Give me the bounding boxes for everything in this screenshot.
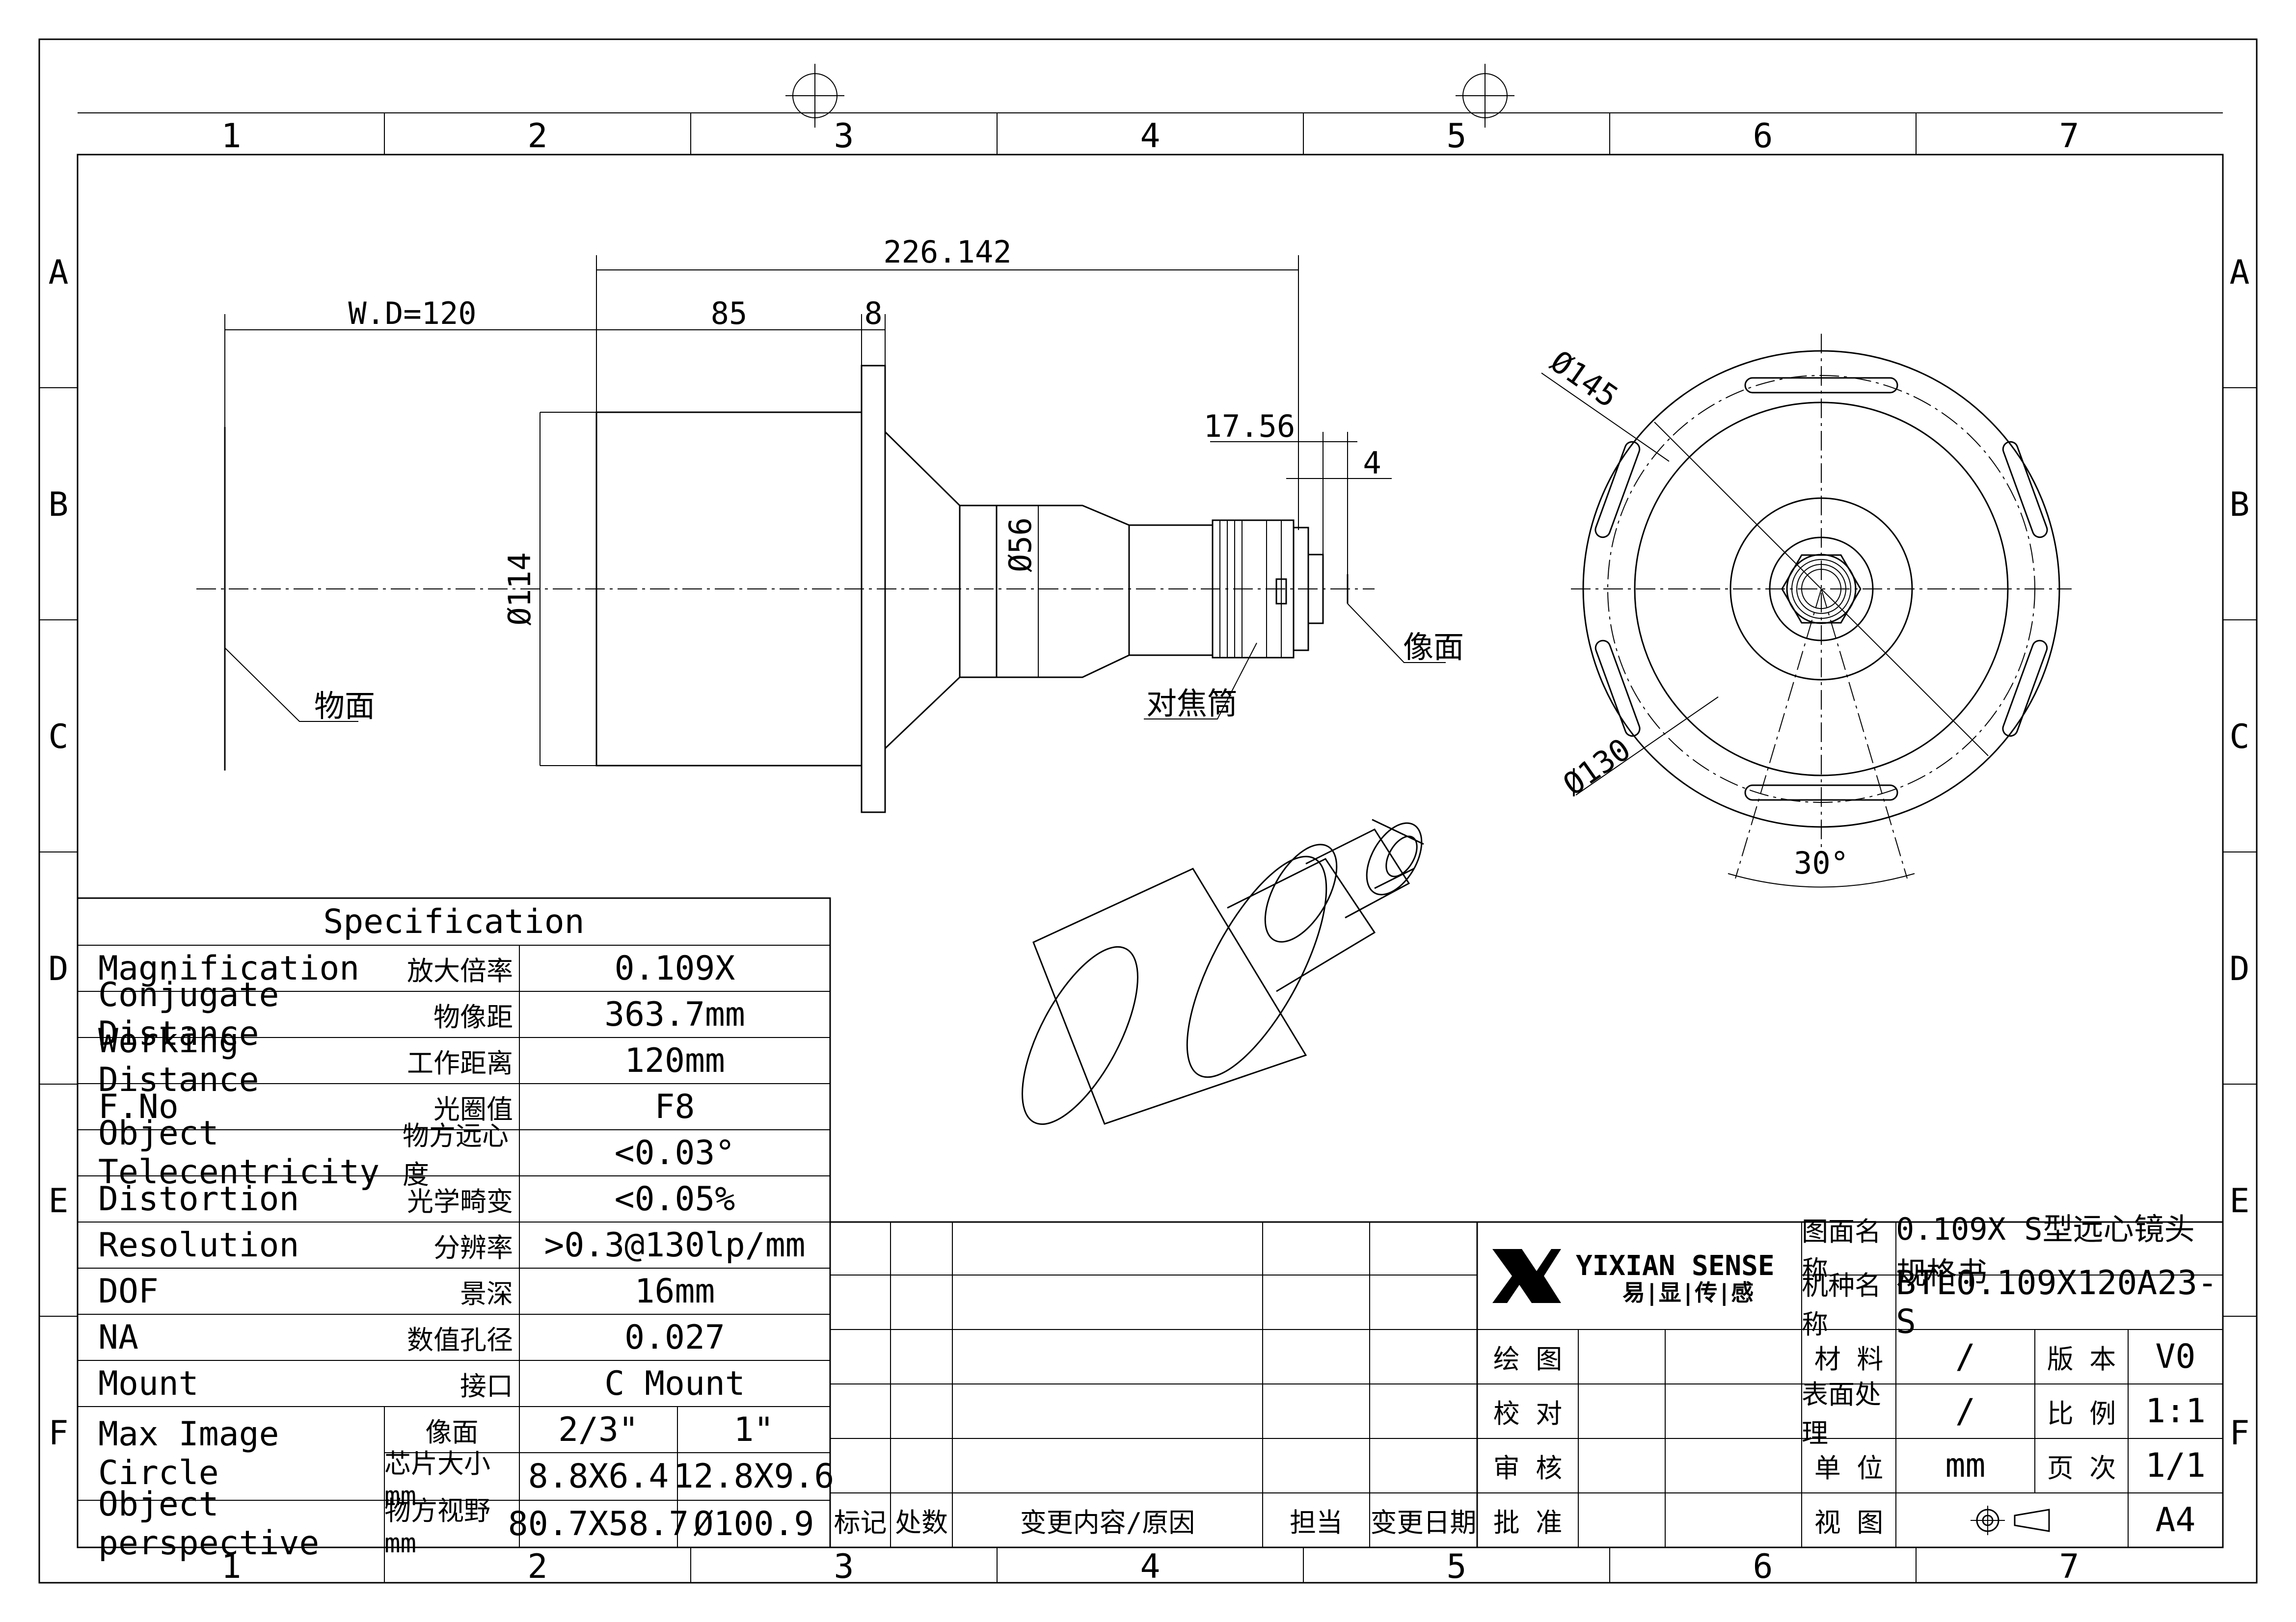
brand-name-cn: 易|显|传|感 <box>1622 1279 1754 1306</box>
focus-ring-grooves <box>1219 520 1282 658</box>
zone-ticks <box>39 113 2257 1583</box>
col-label: 1 <box>221 117 242 156</box>
col-label: 3 <box>834 1547 854 1586</box>
dim-dia114-label: Ø114 <box>502 552 538 625</box>
neck-ring <box>959 505 998 678</box>
image-plane-leader <box>1347 603 1446 663</box>
col-label: 2 <box>528 1547 548 1586</box>
rear-body <box>1128 524 1214 656</box>
flange-outer-circle <box>1582 350 2060 828</box>
row-label: A <box>49 253 69 292</box>
focus-tube-leader <box>1144 642 1257 719</box>
dim-back-focus-label: 17.56 <box>1204 408 1296 444</box>
dim-8-label: 8 <box>864 295 882 331</box>
col-label: 6 <box>1753 1547 1773 1586</box>
row-label: E <box>49 1182 69 1221</box>
col-label: 5 <box>1447 117 1467 156</box>
spec-table-grid <box>77 897 831 1548</box>
col-label: 4 <box>1140 117 1161 156</box>
row-label: B <box>49 485 69 524</box>
col-label: 2 <box>528 117 548 156</box>
dim-wd-label: W.D=120 <box>348 295 476 331</box>
dim-85-label: 85 <box>711 295 748 331</box>
registration-mark-left <box>785 64 844 128</box>
dim-4-label: 4 <box>1363 445 1381 481</box>
dim-angle-arc <box>1728 873 1915 888</box>
col-label: 3 <box>834 117 854 156</box>
row-label: A <box>2230 253 2250 292</box>
taper-cone <box>884 431 961 749</box>
row-label: B <box>2230 485 2250 524</box>
dim-dia145 <box>1541 372 1670 462</box>
inner-border <box>77 154 2224 1548</box>
col-label: 5 <box>1447 1547 1467 1586</box>
image-plane-label: 像面 <box>1403 629 1464 665</box>
col-label: 7 <box>2059 117 2080 156</box>
dim-angle-label: 30° <box>1794 845 1849 881</box>
dim-dia145-label: Ø145 <box>1544 344 1624 415</box>
neck-circle <box>1729 497 1913 681</box>
c-mount-thread <box>1307 554 1324 624</box>
col-label: 4 <box>1140 1547 1161 1586</box>
col-label: 7 <box>2059 1547 2080 1586</box>
focus-tube-label: 对焦筒 <box>1146 686 1238 721</box>
outer-border <box>38 38 2258 1584</box>
lens-side-view: 226.142 W.D=120 85 8 17.56 4 Ø114 Ø56 物面… <box>196 234 1464 813</box>
lens-front-view: Ø145 Ø130 30° <box>1541 334 2072 888</box>
object-plane-leader <box>224 647 358 722</box>
row-label: F <box>49 1414 69 1453</box>
dim-dia56-label: Ø56 <box>1002 517 1038 572</box>
dim-dia130-label: Ø130 <box>1557 731 1637 802</box>
row-label: E <box>2230 1182 2250 1221</box>
brand-name: YIXIAN SENSE <box>1576 1250 1775 1282</box>
flange <box>861 365 886 813</box>
row-label: C <box>49 718 69 756</box>
zone-labels: 1 2 3 4 5 6 7 1 2 3 4 5 6 7 A B C D E F … <box>49 117 2250 1586</box>
barrel-circle <box>1634 401 2009 776</box>
lens-isometric-view <box>1022 819 1424 1125</box>
focus-lock-screw <box>1275 578 1287 605</box>
col-label: 1 <box>221 1547 242 1586</box>
registration-mark-right <box>1456 64 1514 128</box>
dim-dia130 <box>1575 696 1719 796</box>
dim-overall-label: 226.142 <box>883 234 1011 270</box>
mount-hex <box>1781 554 1862 624</box>
yixian-logo-icon <box>1492 1249 1561 1303</box>
row-label: D <box>2230 950 2250 988</box>
bolt-circle <box>1607 375 2035 803</box>
flange-slots <box>1594 377 2048 801</box>
row-label: F <box>2230 1414 2250 1453</box>
col-label: 6 <box>1753 117 1773 156</box>
object-plane-label: 物面 <box>314 688 375 724</box>
row-label: D <box>49 950 69 988</box>
revision-table-grid <box>829 1221 1478 1548</box>
title-block-grid <box>1476 1221 2224 1548</box>
row-label: C <box>2230 718 2250 756</box>
